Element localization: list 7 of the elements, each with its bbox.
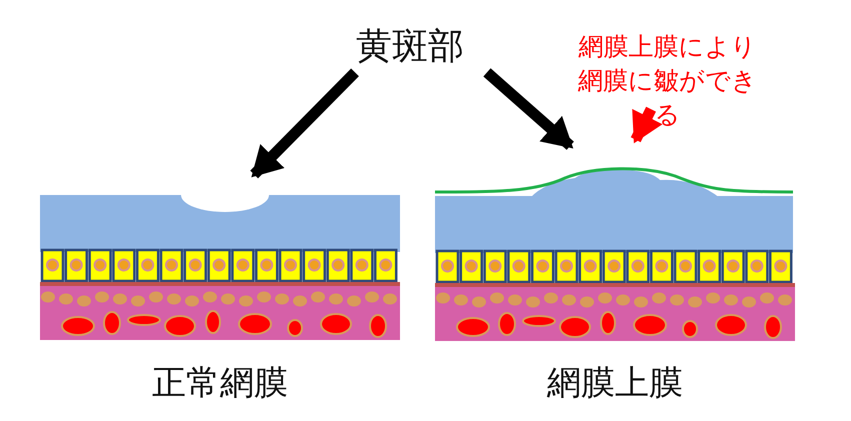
arrow xyxy=(630,106,663,144)
arrow xyxy=(483,68,574,150)
arrow xyxy=(250,68,359,178)
node-label: 正常網膜 xyxy=(152,362,288,405)
annotation-text: 網膜上膜により網膜に皺ができる xyxy=(577,31,758,131)
title-label: 黄斑部 xyxy=(355,25,465,69)
node-label: 網膜上膜 xyxy=(547,362,683,405)
